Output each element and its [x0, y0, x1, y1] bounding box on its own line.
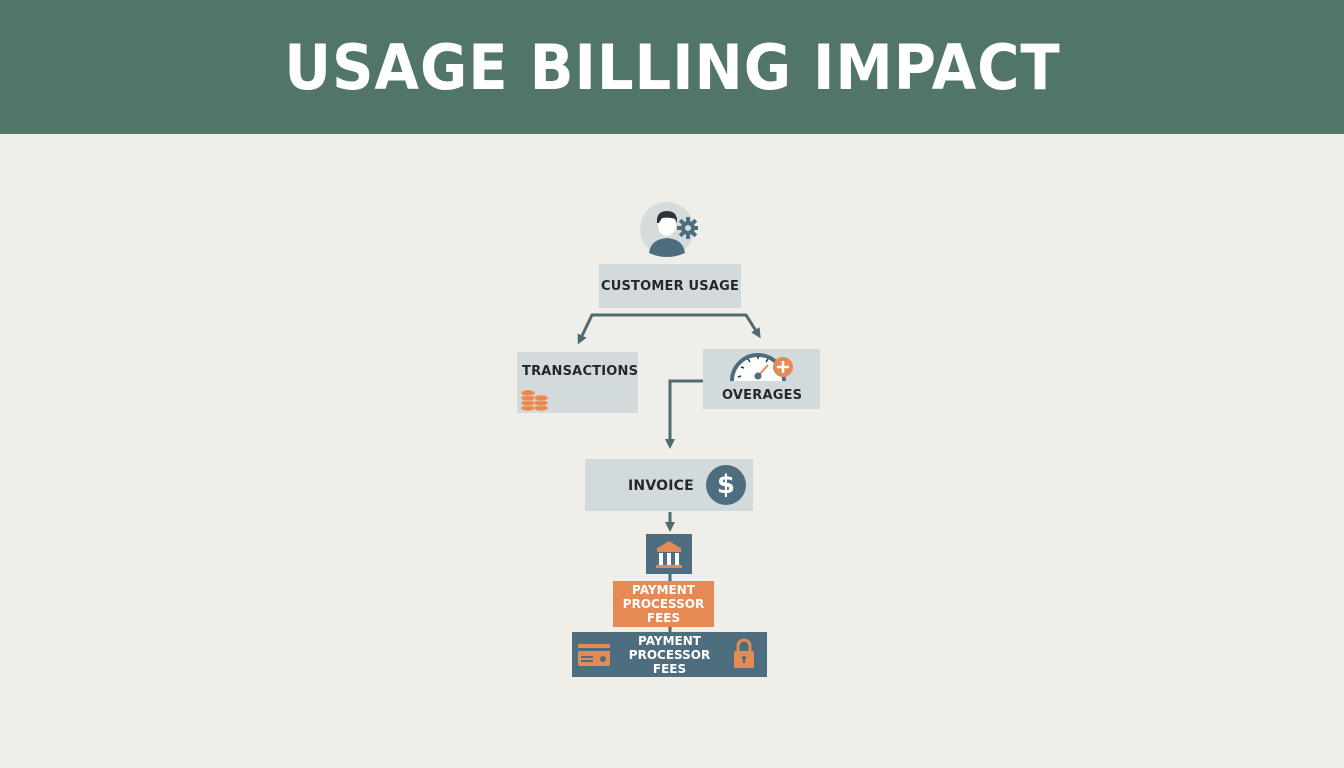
dollar-icon: $: [706, 465, 746, 505]
fees-blue-line2: PROCESSOR: [628, 647, 711, 662]
page-title: USAGE BILLING IMPACT: [283, 30, 1061, 104]
fees-blue-line1: PAYMENT: [638, 633, 701, 648]
fees-orange-line3: FEES: [646, 611, 681, 625]
node-transactions-label: TRANSACTIONS: [522, 364, 639, 379]
node-customer-usage-label: CUSTOMER USAGE: [600, 278, 740, 294]
header-banner: USAGE BILLING IMPACT: [0, 0, 1344, 134]
fees-orange-line1: PAYMENT: [632, 583, 695, 597]
node-invoice: INVOICE $: [585, 459, 753, 511]
lock-icon: [733, 637, 755, 673]
credit-card-icon: [578, 644, 610, 670]
node-invoice-label: INVOICE: [628, 478, 694, 494]
node-customer-usage: CUSTOMER USAGE: [599, 264, 741, 308]
bank-icon: [646, 534, 692, 574]
coins-icon: [519, 387, 553, 417]
node-transactions: TRANSACTIONS: [517, 352, 638, 413]
fees-orange-line2: PROCESSOR: [622, 597, 705, 611]
gauge-plus-icon: [728, 343, 798, 383]
user-gear-icon: [640, 201, 699, 259]
node-payment-processor-fees-orange: PAYMENT PROCESSOR FEES: [613, 581, 714, 627]
node-overages-label: OVERAGES: [722, 388, 803, 403]
fees-blue-line3: FEES: [652, 661, 687, 676]
